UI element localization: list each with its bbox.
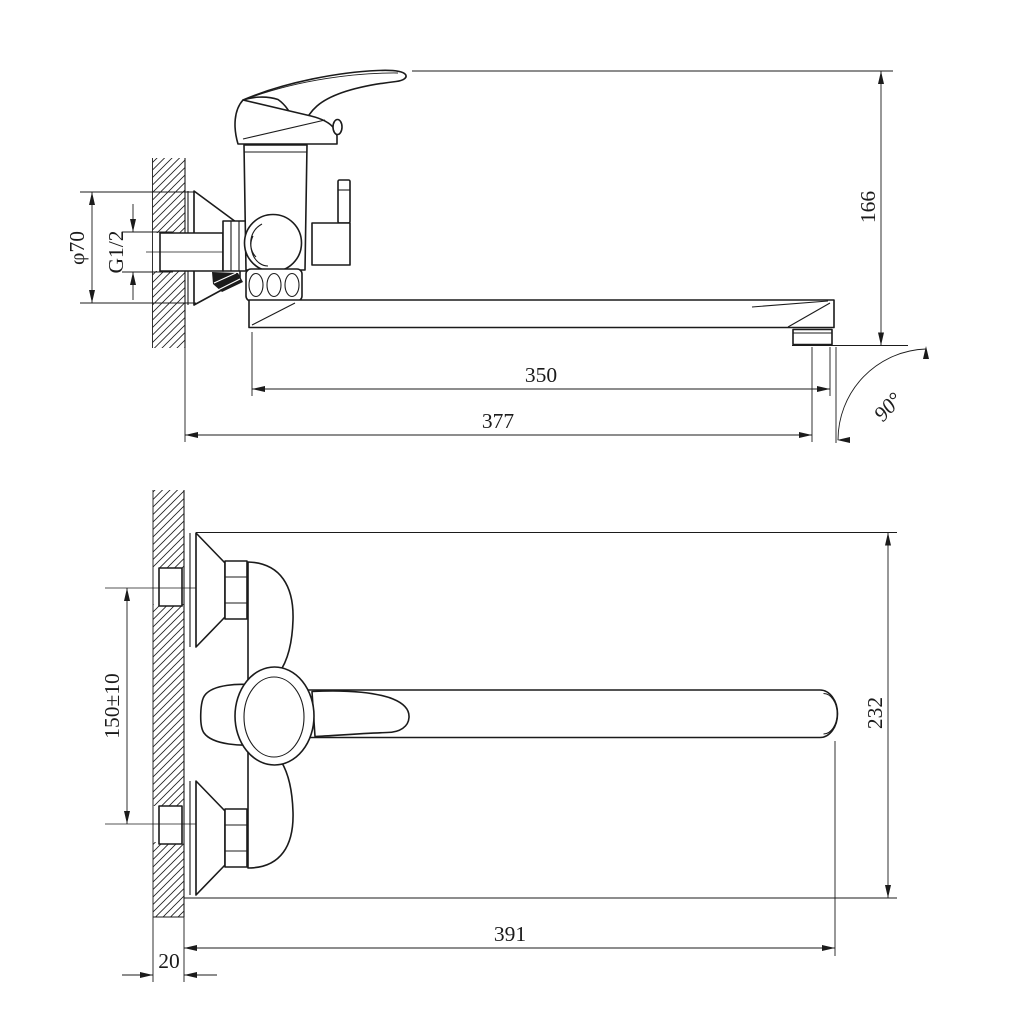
dim-wall-thickness-20: 20: [122, 917, 217, 982]
hex-nut: [222, 220, 248, 272]
dim-overall-reach-377: 377: [184, 347, 813, 442]
dim-inlet-spacing: 150±10: [100, 588, 130, 824]
dim-swivel-angle: 90°: [835, 346, 929, 443]
dim-spout-reach-350: 350: [251, 332, 831, 396]
dim-label-391: 391: [494, 922, 526, 946]
dim-label-90deg: 90°: [869, 388, 907, 427]
spout: [305, 689, 839, 739]
faucet-body: [234, 561, 315, 869]
dim-label-166: 166: [856, 191, 880, 224]
hex-nut: [224, 808, 248, 868]
wall-section: [152, 158, 186, 348]
dim-label-20: 20: [158, 949, 180, 973]
spout: [245, 268, 835, 346]
hex-nut: [224, 560, 248, 620]
dim-label-232: 232: [863, 697, 887, 729]
handle-pivot: [332, 118, 343, 136]
wall-hatch: [153, 604, 184, 806]
dim-label-phi70: φ70: [65, 231, 89, 265]
escutcheon-bottom: [189, 780, 248, 896]
handle-lever: [311, 690, 410, 738]
cartridge-dome: [234, 666, 315, 766]
thread: [212, 272, 243, 292]
aerator: [792, 328, 833, 346]
dim-escutcheon-diameter: φ70: [65, 191, 196, 304]
dim-label-350: 350: [525, 363, 557, 387]
faucet-body: [243, 144, 308, 273]
lever: [242, 69, 407, 127]
wall-hatch: [152, 271, 185, 348]
dim-height-166: 166: [412, 70, 908, 346]
top-view-dimensions: 150±10 232 391 20: [100, 532, 897, 982]
supply-fittings: [105, 567, 196, 845]
dim-overall-length-391: 391: [183, 741, 836, 982]
dim-overall-depth-232: 232: [184, 532, 897, 899]
dim-label-g12: G1/2: [104, 231, 128, 274]
wall-section: [152, 490, 185, 918]
handle: [234, 69, 407, 145]
diverter-knob: [311, 179, 351, 266]
ball-joint-dome: [243, 213, 303, 273]
spout-tube: [248, 299, 835, 329]
escutcheon-top: [189, 532, 248, 648]
wall-hatch: [153, 490, 184, 568]
dim-thread-size: G1/2: [104, 204, 173, 300]
wall-hatch: [152, 158, 185, 233]
dim-label-377: 377: [482, 409, 515, 433]
dim-label-150: 150±10: [100, 673, 124, 739]
wall-hatch: [153, 842, 184, 917]
supply-connector: [146, 220, 258, 292]
top-view: 150±10 232 391 20: [100, 490, 897, 982]
side-view: φ70 G1/2 166 350: [65, 69, 929, 443]
